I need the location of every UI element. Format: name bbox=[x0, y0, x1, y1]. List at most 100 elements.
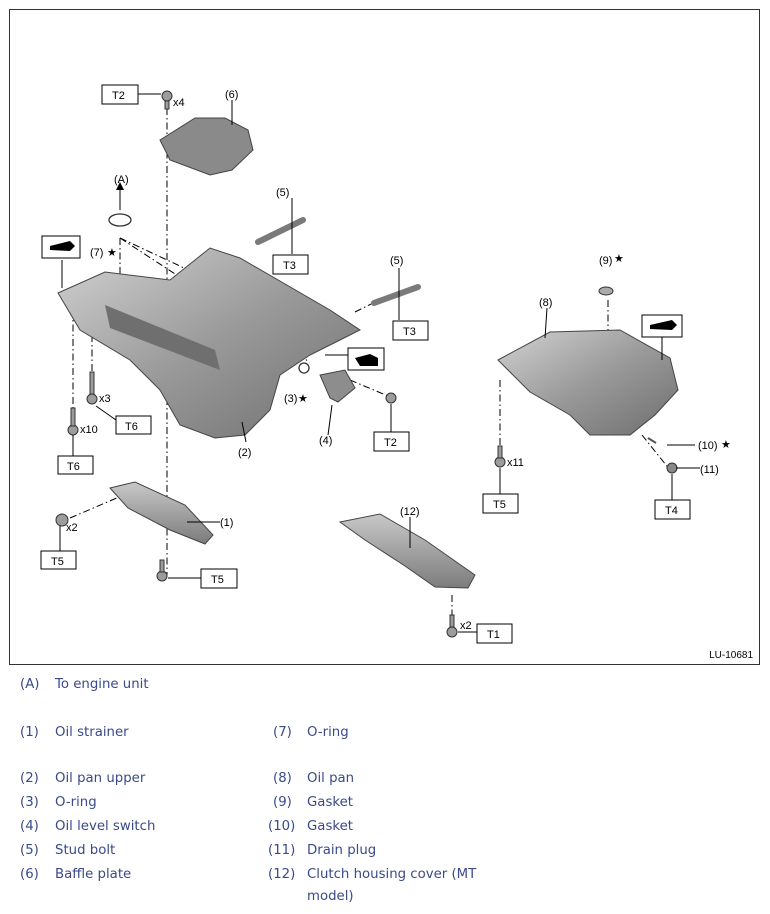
oil-can-icon bbox=[347, 347, 385, 371]
star-9: ★ bbox=[614, 253, 624, 265]
star-7: ★ bbox=[107, 247, 117, 259]
legend-item: (9) Gasket bbox=[273, 792, 353, 814]
legend-key: (A) bbox=[20, 677, 40, 692]
torque-label-t3-upper: T3 bbox=[272, 254, 309, 275]
legend-item: (1)Oil strainer bbox=[20, 722, 129, 744]
oil-pan-upper-shape bbox=[57, 247, 361, 439]
svg-text:T6: T6 bbox=[67, 461, 80, 473]
torque-label-t4: T4 bbox=[654, 474, 691, 520]
leader-lines bbox=[61, 100, 700, 548]
legend-text: Drain plug bbox=[307, 843, 377, 858]
torque-label-t5-mid: T5 bbox=[168, 568, 238, 589]
svg-text:T3: T3 bbox=[283, 260, 296, 272]
qty-x2-right: x2 bbox=[460, 620, 472, 632]
qty-x3: x3 bbox=[99, 393, 111, 405]
o-ring-7-shape bbox=[108, 213, 132, 227]
legend-key: (2) bbox=[20, 771, 39, 786]
torque-label-t2-top: T2 bbox=[101, 84, 161, 105]
callout-a: (A) bbox=[114, 174, 129, 186]
sealant-icon bbox=[41, 235, 81, 259]
oil-level-switch-shape bbox=[319, 369, 356, 403]
drain-plug-shape bbox=[666, 462, 678, 474]
legend-key: (6) bbox=[20, 867, 39, 882]
torque-label-t6-upper: T6 bbox=[95, 405, 152, 435]
legend-text: Clutch housing cover (MT bbox=[307, 867, 477, 882]
callout-5-lower: (5) bbox=[390, 255, 403, 267]
legend-text: Oil pan upper bbox=[55, 771, 146, 786]
legend-text: Gasket bbox=[307, 819, 354, 834]
oil-pan-shape bbox=[497, 329, 679, 436]
svg-text:T6: T6 bbox=[125, 421, 138, 433]
legend-text: O-ring bbox=[55, 795, 97, 810]
svg-text:T2: T2 bbox=[384, 437, 397, 449]
legend-key: (7) bbox=[273, 725, 292, 740]
callout-9: (9) bbox=[599, 255, 612, 267]
legend-item: (5) Stud bolt bbox=[20, 840, 115, 862]
legend-text: Gasket bbox=[307, 795, 354, 810]
legend-item: (8) Oil pan bbox=[273, 768, 354, 790]
svg-text:T5: T5 bbox=[211, 574, 224, 586]
svg-text:T5: T5 bbox=[493, 499, 506, 511]
callout-12: (12) bbox=[400, 506, 420, 518]
legend-item: (6) Baffle plate bbox=[20, 864, 131, 886]
parts-legend: (A) To engine unit (1)Oil strainer (2) Oil… bbox=[0, 668, 770, 914]
legend-item: (3) O-ring bbox=[20, 792, 97, 814]
torque-label-t3-lower: T3 bbox=[392, 320, 429, 341]
callout-6: (6) bbox=[225, 89, 238, 101]
svg-text:T2: T2 bbox=[112, 90, 125, 102]
callout-7: (7) bbox=[90, 247, 103, 259]
legend-key: (4) bbox=[20, 819, 39, 834]
legend-key: (11) bbox=[268, 843, 296, 858]
legend-item: (4) Oil level switch bbox=[20, 816, 155, 838]
torque-label-t6-lower: T6 bbox=[57, 435, 94, 475]
torque-label-t5-right: T5 bbox=[482, 468, 519, 514]
legend-text: Oil pan bbox=[307, 771, 355, 786]
gasket-9-shape bbox=[598, 286, 614, 296]
qty-x2-left: x2 bbox=[66, 522, 78, 534]
qty-x11: x11 bbox=[507, 457, 524, 469]
legend-key: (5) bbox=[20, 843, 39, 858]
callout-5-upper: (5) bbox=[276, 187, 289, 199]
legend-text: Oil strainer bbox=[55, 725, 129, 740]
o-ring-3-shape bbox=[298, 362, 310, 374]
svg-text:T4: T4 bbox=[665, 505, 678, 517]
legend-item-a: (A) To engine unit bbox=[20, 674, 149, 696]
qty-x10: x10 bbox=[80, 424, 98, 436]
legend-item-continued: model) bbox=[307, 886, 354, 908]
stud-bolt-upper-shape bbox=[255, 217, 306, 245]
svg-text:T1: T1 bbox=[487, 629, 500, 641]
bolt-icons bbox=[55, 90, 506, 638]
sealant-icon bbox=[641, 314, 683, 338]
callout-4: (4) bbox=[319, 435, 332, 447]
legend-text: Stud bolt bbox=[55, 843, 116, 858]
legend-key: (8) bbox=[273, 771, 292, 786]
callout-2: (2) bbox=[238, 447, 251, 459]
legend-key: (3) bbox=[20, 795, 39, 810]
legend-item: (11) Drain plug bbox=[268, 840, 376, 862]
svg-text:T5: T5 bbox=[51, 556, 64, 568]
torque-label-t2-right: T2 bbox=[373, 404, 410, 452]
stud-bolt-lower-shape bbox=[371, 284, 421, 306]
legend-text: O-ring bbox=[307, 725, 349, 740]
exploded-parts-diagram: (A) (7) ★ (6) (5) (5) (3) ★ (4) (2) (1) … bbox=[9, 9, 760, 665]
legend-key: (12) bbox=[268, 867, 296, 882]
legend-text: To engine unit bbox=[55, 677, 149, 692]
legend-text: Oil level switch bbox=[55, 819, 156, 834]
diagram-canvas: (A) (7) ★ (6) (5) (5) (3) ★ (4) (2) (1) … bbox=[40, 84, 731, 644]
callout-11: (11) bbox=[700, 464, 719, 476]
legend-item: (7) O-ring bbox=[273, 722, 349, 744]
star-10: ★ bbox=[721, 439, 731, 451]
qty-x4: x4 bbox=[173, 97, 185, 109]
legend-text: Baffle plate bbox=[55, 867, 132, 882]
torque-label-t1: T1 bbox=[458, 623, 513, 644]
baffle-plate-shape bbox=[159, 117, 254, 176]
torque-label-t5-left: T5 bbox=[40, 526, 77, 570]
callout-8: (8) bbox=[539, 297, 552, 309]
clutch-housing-cover-shape bbox=[338, 513, 476, 589]
legend-item: (10)Gasket bbox=[268, 816, 353, 838]
callout-3: (3) bbox=[284, 393, 297, 405]
legend-item: (12) Clutch housing cover (MT bbox=[268, 864, 476, 886]
legend-key: (9) bbox=[273, 795, 292, 810]
callout-1: (1) bbox=[220, 517, 233, 529]
gasket-10-shape bbox=[647, 437, 657, 444]
